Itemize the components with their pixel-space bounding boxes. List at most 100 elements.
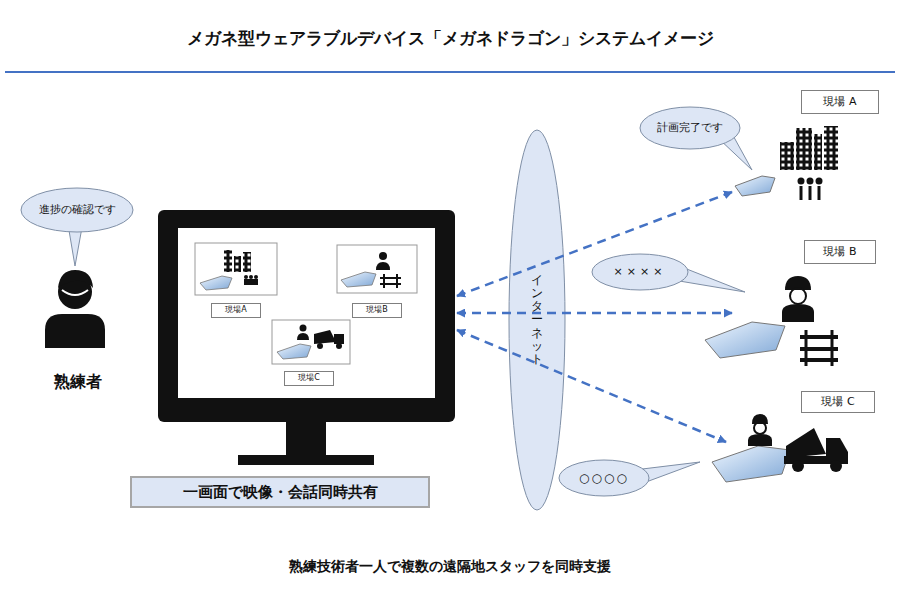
thumbnail-icons-part	[200, 276, 232, 290]
speech-bubble: ○○○○	[559, 460, 649, 496]
node-text: ××××	[614, 265, 667, 278]
node-text-group: 計画完了です	[657, 121, 723, 134]
node-text-group: インターネット	[531, 274, 543, 366]
thumbnail-icons-part	[300, 325, 307, 332]
site-b-icons-part-part	[800, 347, 838, 351]
thumbnail-icons-part-part	[380, 283, 401, 285]
bubble-ellipse	[640, 107, 740, 149]
node-text: 現場 A	[823, 95, 856, 108]
thumbnail-icons-part	[376, 262, 390, 270]
internet-ellipse	[509, 130, 565, 510]
bubble-ellipse	[592, 254, 688, 290]
thumbnail-frames-part	[195, 243, 277, 295]
node-text-group: 現場 C	[821, 395, 854, 408]
site-b-icons	[705, 276, 838, 366]
expert-person-icon-part	[45, 314, 105, 348]
site-a-icons-part	[814, 134, 822, 170]
site-c-icons-part	[712, 446, 790, 482]
thumbnail-icons-part-part	[383, 274, 385, 288]
monitor-part	[286, 422, 326, 456]
site-b-icons-part-part	[800, 358, 838, 362]
site-c-icons-part	[748, 434, 772, 446]
site-b-icons-part	[790, 288, 806, 304]
thumbnail-label: 現場A	[211, 303, 261, 318]
site-label: 現場 B	[804, 240, 876, 264]
node-text: ○○○○	[579, 471, 629, 485]
title-rule	[5, 72, 895, 73]
site-a-icons-part-part	[800, 186, 803, 200]
thumbnail-icons-part	[317, 343, 323, 349]
bubble-ellipse	[21, 188, 133, 232]
thumbnail-icons-part	[341, 272, 376, 287]
thumbnail-frames-part	[272, 320, 350, 364]
site-a-icons-part	[801, 186, 819, 200]
expert-person-icon	[45, 270, 105, 348]
bubble-ellipse	[559, 460, 649, 496]
node-text: 進捗の確認です	[39, 203, 116, 216]
thumbnail-icons-part	[314, 330, 336, 344]
site-c-icons-part	[830, 460, 842, 472]
node-text-group: 現場A	[225, 305, 246, 315]
monitor-part	[178, 228, 435, 398]
diagram-caption: 熟練技術者一人で複数の遠隔地スタッフを同時支援	[289, 558, 611, 576]
node-text: 現場B	[366, 305, 388, 315]
node-text: 現場 B	[823, 245, 856, 258]
thumbnail-icons-part	[297, 333, 309, 340]
node-text: 現場 C	[821, 395, 854, 408]
data-arrows-part	[457, 312, 732, 315]
node-text: 現場C	[298, 373, 320, 383]
site-c-icons-part	[786, 428, 826, 458]
node-text-group: 現場 A	[823, 95, 856, 108]
monitor-part	[238, 455, 374, 465]
bubble-tail	[641, 462, 700, 483]
site-a-icons-part-part	[809, 186, 812, 200]
monitor	[158, 210, 455, 465]
thumbnail-label: 現場C	[284, 371, 334, 386]
site-b-icons-part	[705, 322, 785, 358]
node-text-group: ××××	[614, 265, 667, 278]
site-b-icons-part	[782, 304, 814, 322]
thumbnail-icons-part	[244, 275, 248, 279]
person-label: 熟練者	[54, 372, 102, 393]
site-label: 現場 C	[801, 391, 875, 413]
node-text-group: 現場C	[298, 373, 320, 383]
expert-person-icon-part	[58, 270, 93, 288]
speech-bubble: ××××	[592, 254, 688, 290]
node-text: インターネット	[531, 274, 543, 366]
thumbnail-icons-part	[249, 275, 253, 279]
thumbnail-icons-part	[244, 279, 258, 285]
data-arrows-part	[457, 330, 726, 442]
site-a-icons-part	[824, 126, 838, 170]
thumbnail-icons-part	[379, 252, 387, 260]
node-text-group: ○○○○	[579, 471, 629, 485]
site-a-icons-part-part	[818, 186, 821, 200]
site-a-icons-part	[735, 176, 775, 196]
site-a-icons-part	[780, 142, 794, 170]
site-b-icons-part-part	[800, 335, 838, 339]
thumbnail-icons-part	[334, 334, 344, 344]
site-b-icons-part	[800, 337, 838, 360]
node-text-group: 一画面で映像・会話同時共有	[183, 483, 378, 501]
thumbnail-frames	[195, 243, 417, 364]
site-label: 現場 A	[801, 90, 879, 114]
thumbnail-icons-part	[277, 344, 311, 359]
thumbnail-icons-part	[380, 274, 401, 288]
site-c-icons-part	[792, 460, 804, 472]
node-text-group: 進捗の確認です	[39, 203, 116, 216]
thumbnail-icons-part-part	[396, 274, 398, 288]
site-a-icons-part	[796, 128, 812, 170]
thumbnail-icons	[200, 250, 401, 359]
node-text: 現場A	[225, 305, 246, 315]
thumbnail-icons-part	[336, 343, 342, 349]
thumbnail-icons-part	[234, 256, 241, 272]
node-text-group: 現場B	[366, 305, 388, 315]
caption-box: 一画面で映像・会話同時共有	[130, 476, 430, 508]
thumbnail-icons-part	[224, 250, 232, 272]
speech-bubble: 進捗の確認です	[21, 188, 133, 232]
speech-bubble: 計画完了です	[640, 107, 740, 149]
bubble-tail	[680, 267, 745, 292]
site-a-icons-part	[798, 178, 805, 185]
site-a-icons-part	[816, 178, 823, 185]
node-text: 一画面で映像・会話同時共有	[183, 483, 378, 501]
